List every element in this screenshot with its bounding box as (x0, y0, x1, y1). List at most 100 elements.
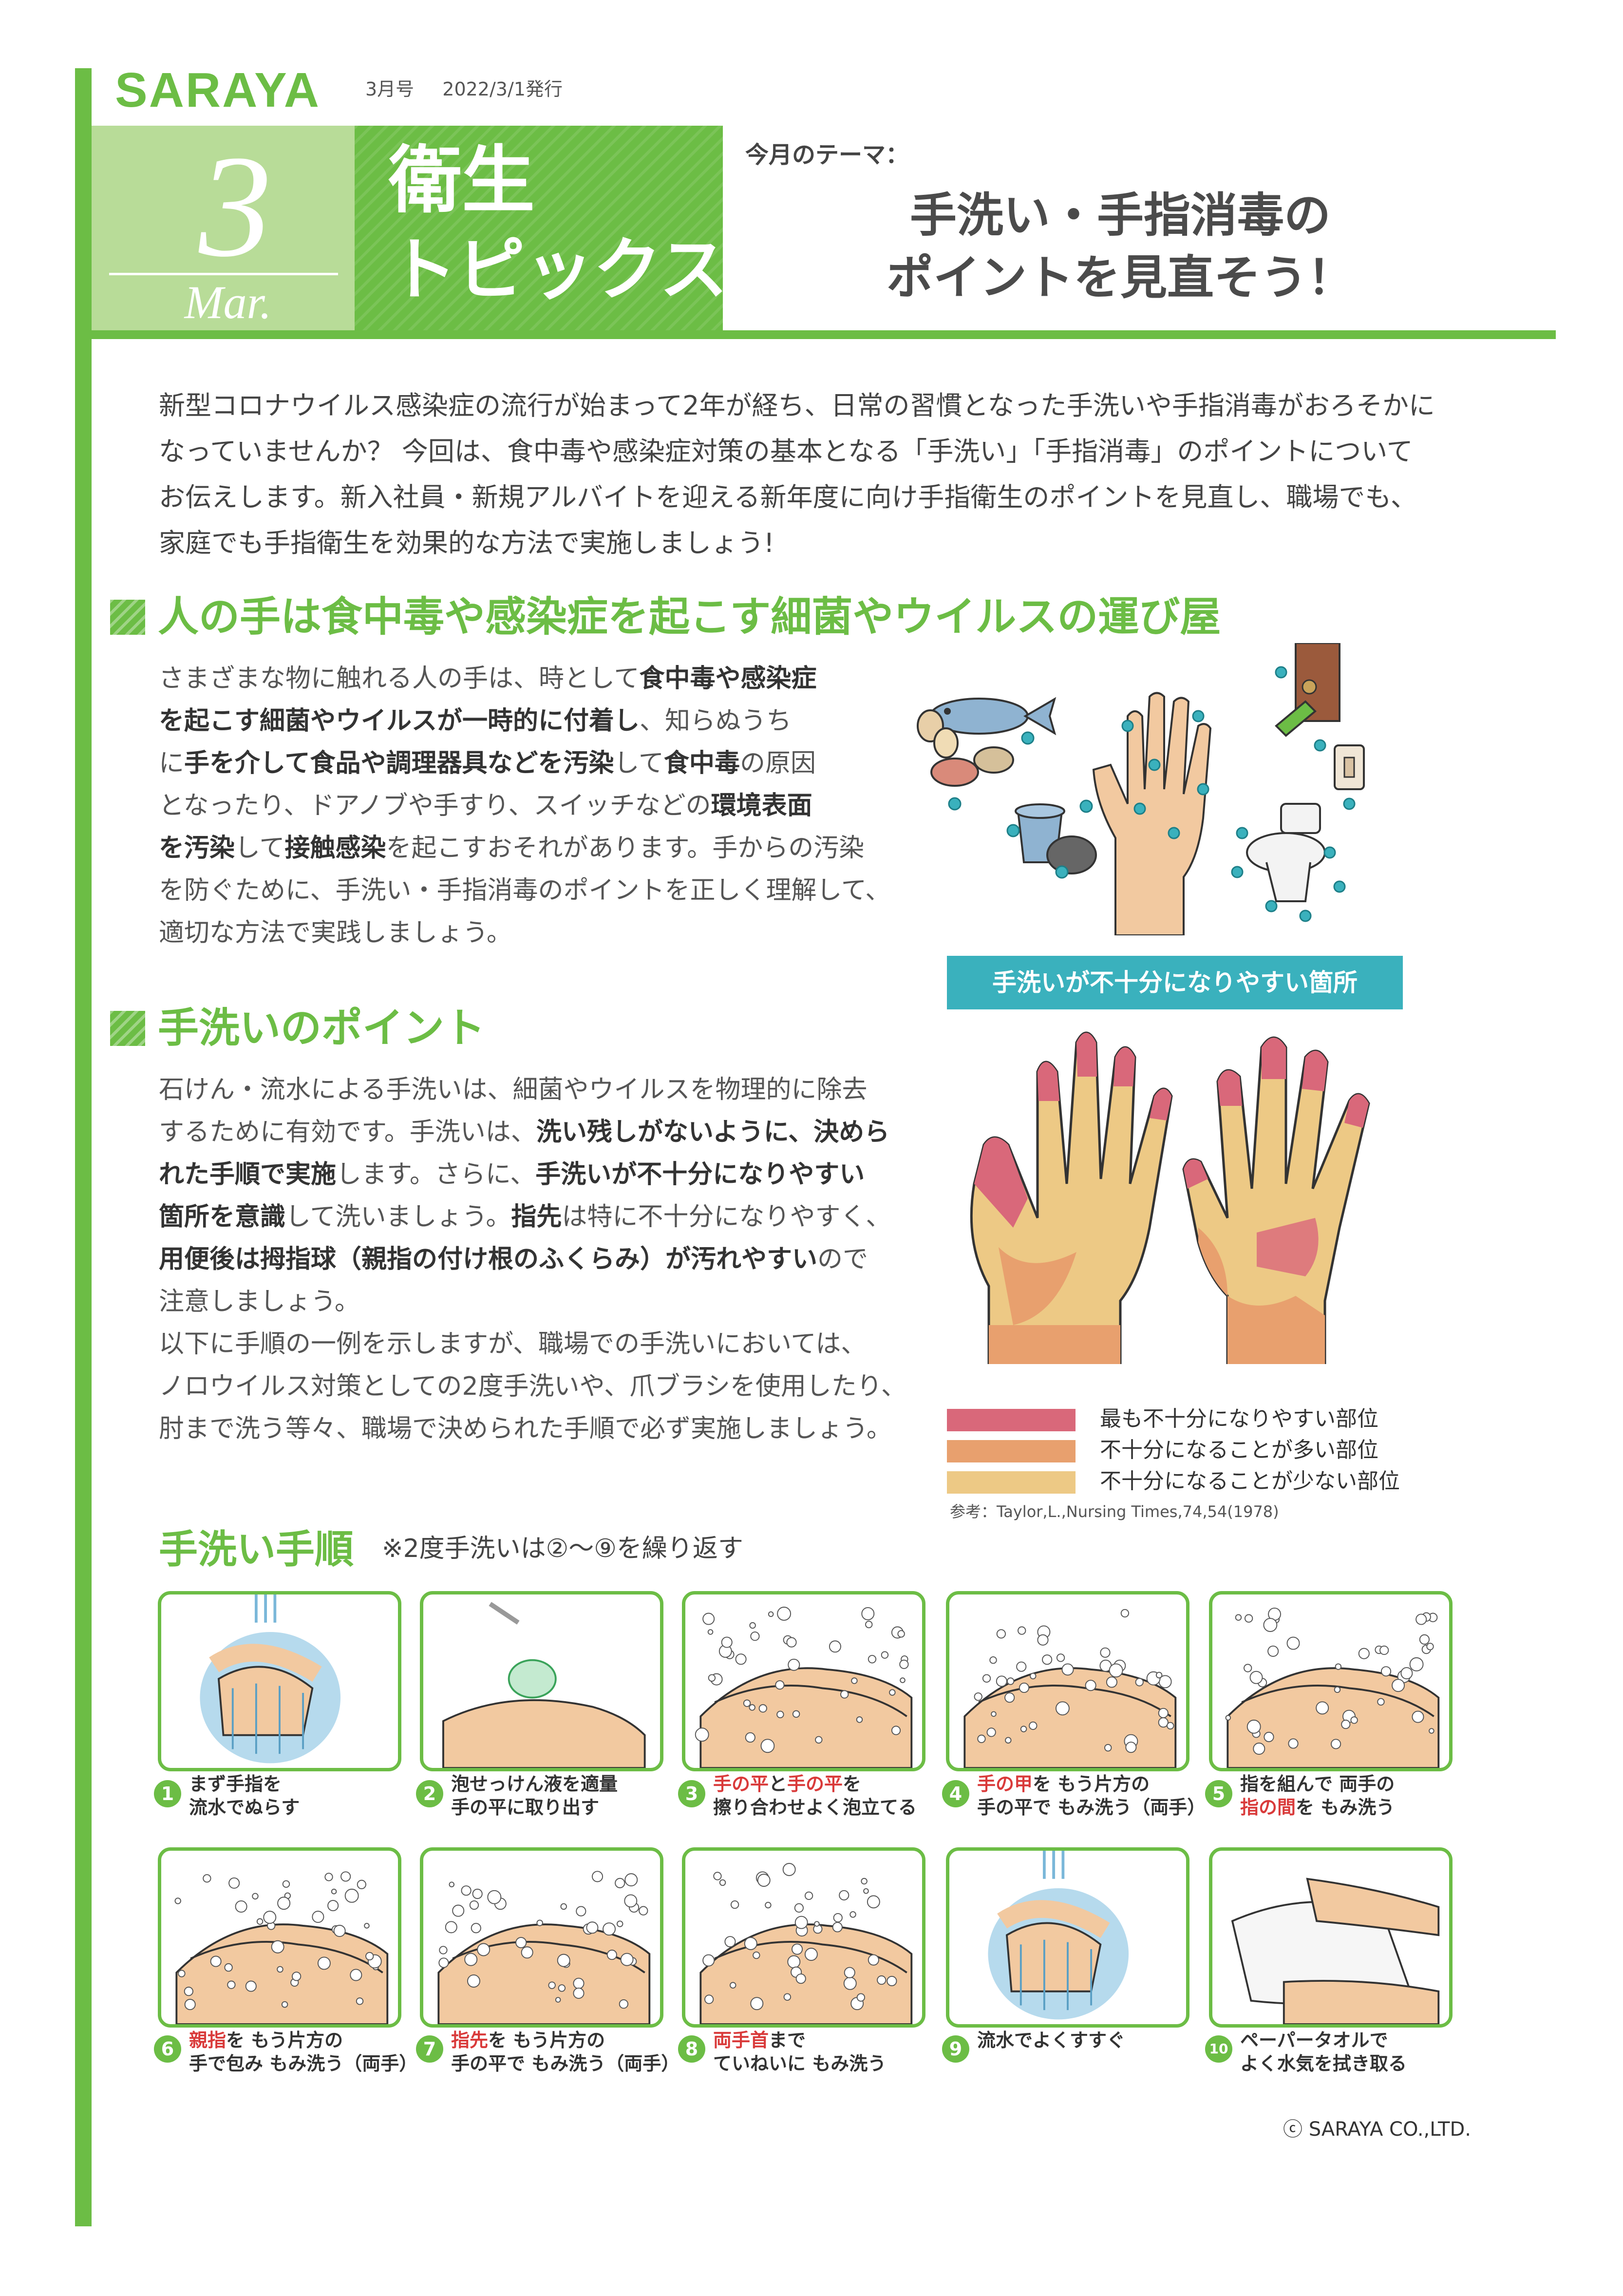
text: 注意しましょう。 (159, 1287, 360, 1316)
text: を (843, 1773, 862, 1795)
paragraph-line: を防ぐために、手洗い・手指消毒のポイントを正しく理解して、 (159, 870, 899, 912)
step-3-illustration (682, 1591, 925, 1771)
text: 、知らぬうち (639, 706, 792, 736)
intro-line: なっていませんか？ 今回は、食中毒や感染症対策の基本となる「手洗い」「手指消毒」… (159, 436, 1413, 467)
text: ノロウイルス対策としての2度手洗いや、爪ブラシを使用したり、 (159, 1372, 906, 1401)
issue-number: 3月号 (365, 78, 415, 100)
series-title-line1: 衛生 (389, 138, 535, 223)
step-number-badge: 4 (942, 1780, 969, 1807)
bold-text: れた手順で実施 (159, 1160, 337, 1189)
caption-line: 親指を もう片方の (189, 2029, 417, 2052)
step-caption: 指を組んで 両手の指の間を もみ洗う (1240, 1772, 1395, 1819)
step-10-illustration (1209, 1847, 1453, 2028)
paragraph-line: となったり、ドアノブや手すり、スイッチなどの環境表面 (159, 785, 899, 827)
chart-title: 手洗いが不十分になりやすい箇所 (947, 956, 1403, 1009)
caption-line: 両手首まで (713, 2029, 886, 2052)
paragraph-line: 注意しましょう。 (159, 1281, 899, 1323)
step-number-badge: 9 (942, 2035, 969, 2063)
highlight-text: 指の間 (1240, 1797, 1296, 1818)
caption-line: ペーパータオルで (1240, 2029, 1407, 2052)
text: に (159, 749, 185, 778)
paragraph-line: 石けん・流水による手洗いは、細菌やウイルスを物理的に除去 (159, 1069, 899, 1111)
paragraph-line: 適切な方法で実践しましょう。 (159, 912, 899, 954)
text: するために有効です。手洗いは、 (159, 1118, 536, 1147)
caption-line: 指を組んで 両手の (1240, 1772, 1395, 1796)
step-number-badge: 6 (154, 2035, 181, 2063)
caption-line: 手の平と手の平を (713, 1772, 917, 1796)
text: を防ぐために、手洗い・手指消毒のポイントを正しく理解して、 (159, 876, 891, 905)
hands-diagram (970, 1031, 1370, 1364)
text: を もう片方の (226, 2030, 343, 2051)
fish-icon (929, 697, 1057, 736)
steps-title: 手洗い手順 (159, 1527, 354, 1572)
text: 手の平で もみ洗う（両手） (977, 1797, 1206, 1818)
theme-title: 手洗い・手指消毒の ポイントを見直そう！ (760, 184, 1481, 309)
text: を もう片方の (1033, 1773, 1150, 1795)
intro-line: お伝えします。新入社員・新規アルバイトを迎える新年度に向け手指衛生のポイントを見… (159, 482, 1417, 512)
text: の原因 (739, 749, 816, 778)
caption-line: 泡せっけん液を適量 (451, 1772, 618, 1796)
food-icon (917, 709, 1014, 787)
step-1-illustration (158, 1591, 401, 1771)
intro-line: 家庭でも手指衛生を効果的な方法で実施しましょう! (159, 528, 774, 558)
bold-text: 接触感染 (284, 834, 386, 863)
step-number-badge: 3 (678, 1780, 705, 1807)
text: さまざまな物に触れる人の手は、時として (159, 664, 640, 693)
legend-item-rare: 不十分になることが少ない部位 (947, 1469, 1400, 1494)
intro-paragraph: 新型コロナウイルス感染症の流行が始まって2年が経ち、日常の習慣となった手洗いや手… (159, 383, 1523, 566)
caption-line: 流水でぬらす (189, 1796, 300, 1819)
text: します。さらに、 (336, 1160, 536, 1189)
step-caption: 親指を もう片方の手で包み もみ洗う（両手） (189, 2029, 417, 2075)
bold-text: 食中毒 (663, 749, 740, 778)
text: 泡せっけん液を適量 (451, 1773, 618, 1795)
step-8-illustration (682, 1847, 925, 2028)
caption-line: 指の間を もみ洗う (1240, 1796, 1395, 1819)
legend-label: 不十分になることが少ない部位 (1100, 1469, 1400, 1494)
text: を もみ洗う (1296, 1797, 1395, 1818)
trash-can-icon (1015, 803, 1097, 874)
bold-text: 手を介して食品や調理器具などを汚染 (184, 749, 614, 778)
steps-note: ※2度手洗いは②～⑨を繰り返す (382, 1534, 743, 1563)
bold-text: を起こす細菌やウイルスが一時的に付着し (159, 706, 640, 736)
caption-line: 流水でよくすすぐ (977, 2029, 1125, 2052)
month-badge: 3 Mar. (92, 126, 355, 330)
legend-swatch (947, 1471, 1076, 1494)
caption-line: 手の甲を もう片方の (977, 1772, 1206, 1796)
step-caption: 指先を もう片方の手の平で もみ洗う（両手） (451, 2029, 679, 2075)
text: まず手指を (189, 1773, 282, 1795)
theme-title-line2: ポイントを見直そう！ (887, 250, 1354, 305)
paragraph-line: するために有効です。手洗いは、洗い残しがないように、決めら (159, 1111, 899, 1154)
step-caption: 手の平と手の平を擦り合わせよく泡立てる (713, 1772, 917, 1819)
left-green-rule (75, 68, 92, 2226)
text: して (235, 834, 285, 863)
highlight-text: 両手首 (713, 2030, 769, 2051)
theme-label: 今月のテーマ： (745, 141, 909, 169)
text: して (614, 749, 664, 778)
copyright: ⓒ SARAYA CO.,LTD. (1283, 2118, 1471, 2141)
bold-text: 用便後は拇指球（親指の付け根のふくらみ）が汚れやすい (159, 1245, 818, 1274)
text: を起こすおそれがあります。手からの汚染 (386, 834, 865, 863)
step-caption: ペーパータオルでよく水気を拭き取る (1240, 2029, 1407, 2075)
step-number-badge: 7 (416, 2035, 443, 2063)
step-number-badge: 10 (1205, 2035, 1232, 2063)
month-abbreviation: Mar. (184, 276, 272, 328)
legend-swatch (947, 1409, 1076, 1431)
highlight-text: 手の平 (713, 1773, 769, 1795)
legend-item-most: 最も不十分になりやすい部位 (947, 1407, 1378, 1431)
text: 指を組んで 両手の (1240, 1773, 1395, 1795)
paragraph-line: を起こす細菌やウイルスが一時的に付着し、知らぬうち (159, 700, 899, 742)
bold-text: 洗い残しがないように、決めら (536, 1118, 890, 1147)
text: 手で包み もみ洗う（両手） (189, 2053, 418, 2074)
step-caption: 手の甲を もう片方の手の平で もみ洗う（両手） (977, 1772, 1206, 1819)
bold-text: を汚染 (159, 834, 235, 863)
step-caption: 両手首までていねいに もみ洗う (713, 2029, 886, 2075)
paragraph-line: に手を介して食品や調理器具などを汚染して食中毒の原因 (159, 742, 899, 785)
series-title-box: 衛生 トピックス (355, 126, 728, 330)
paragraph-line: さまざまな物に触れる人の手は、時として食中毒や感染症 (159, 658, 899, 700)
paragraph-line: 用便後は拇指球（親指の付け根のふくらみ）が汚れやすいので (159, 1238, 899, 1281)
caption-line: 手の平に取り出す (451, 1796, 618, 1819)
paragraph-line: 箇所を意識して洗いましょう。指先は特に不十分になりやすく、 (159, 1196, 899, 1238)
section2-paragraph: 石けん・流水による手洗いは、細菌やウイルスを物理的に除去するために有効です。手洗… (159, 1069, 906, 1450)
caption-line: 手の平で もみ洗う（両手） (977, 1796, 1206, 1819)
germs-illustration (917, 643, 1365, 935)
